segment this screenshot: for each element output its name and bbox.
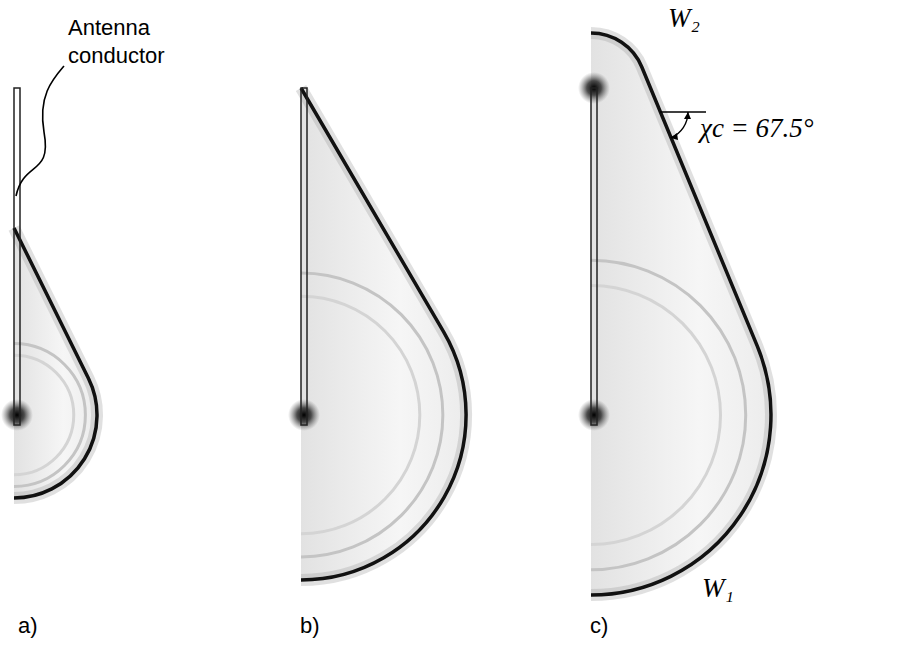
panel-label: a) — [18, 612, 38, 640]
part-label: Antenna conductor — [68, 14, 198, 70]
wave-region — [14, 228, 97, 498]
wave-label: W₂ — [668, 2, 700, 34]
feed-point — [578, 399, 610, 431]
feed-point — [288, 399, 320, 431]
wave-label: W₁ — [702, 572, 734, 604]
angle-label: χc = 67.5° — [700, 112, 814, 144]
antenna-conductor — [14, 88, 20, 425]
wave-region — [301, 88, 466, 580]
arrow-head — [671, 133, 678, 140]
leader-line — [16, 66, 64, 196]
antenna-conductor — [301, 88, 307, 425]
wavefront-blur — [14, 228, 97, 498]
arrow-head — [684, 112, 691, 119]
feed-point — [1, 399, 33, 431]
panel-label: c) — [590, 612, 608, 640]
antenna-conductor — [591, 88, 597, 425]
wavefront — [14, 228, 97, 498]
panel-label: b) — [300, 612, 320, 640]
angle-reference-line — [660, 111, 706, 113]
angle-arc — [671, 112, 688, 138]
wavefront — [301, 88, 466, 580]
wavefront-blur — [301, 88, 466, 580]
inner-wavefront — [591, 260, 746, 570]
inner-wavefront — [591, 285, 721, 544]
inner-wavefront — [301, 273, 443, 557]
